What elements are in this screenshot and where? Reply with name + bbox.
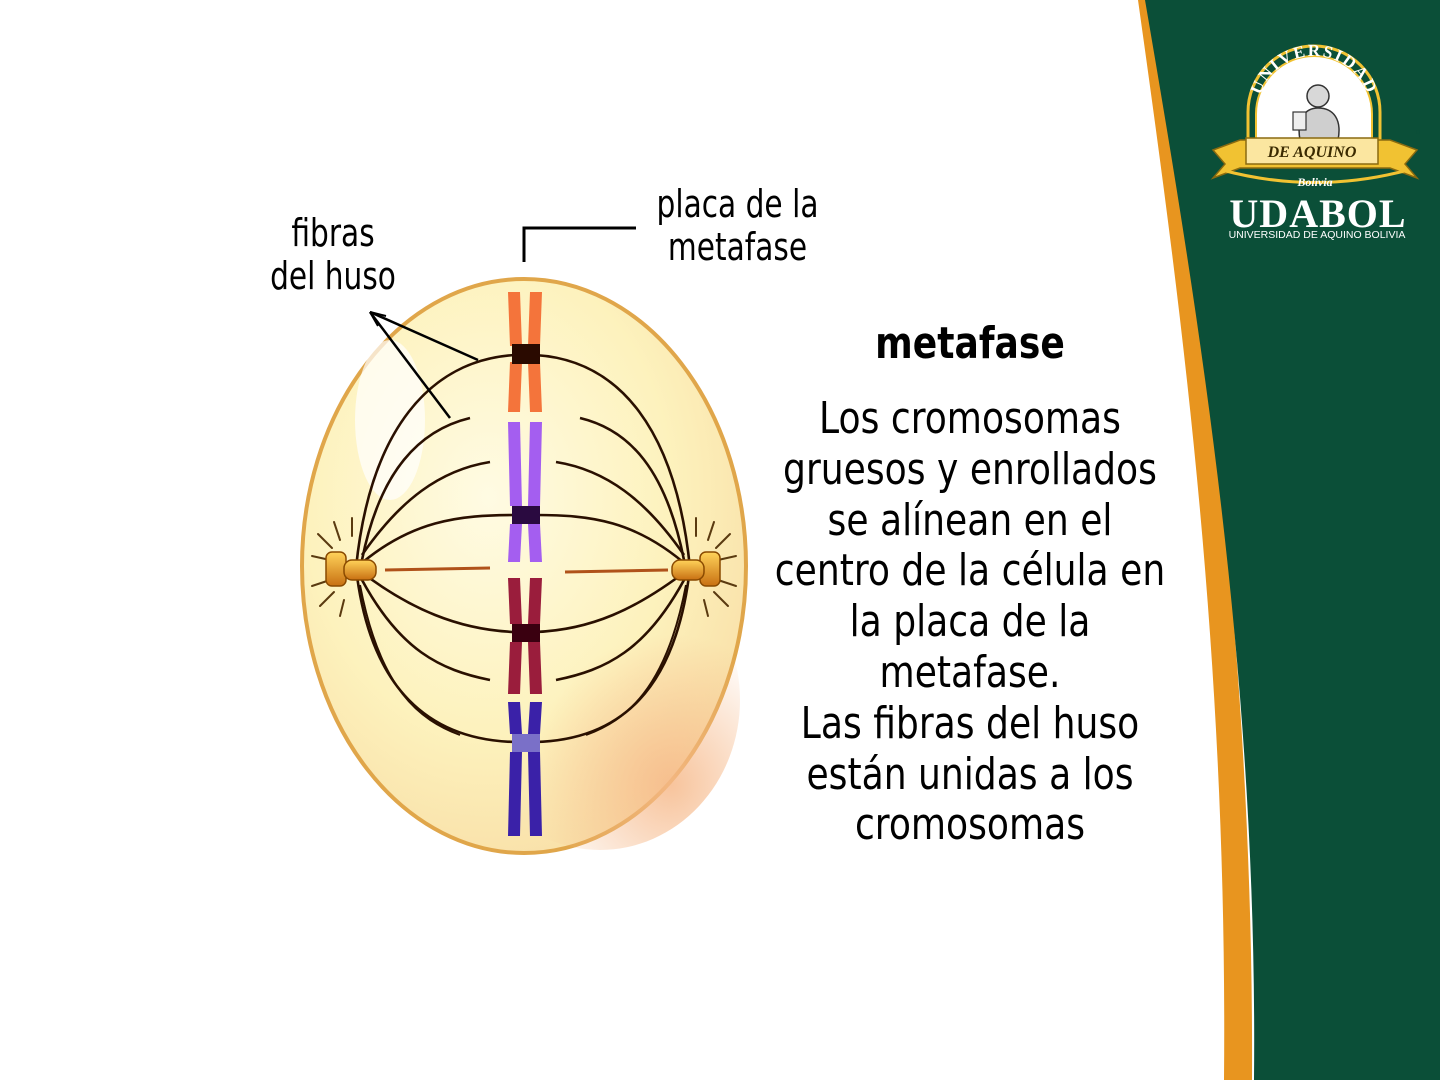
chromosome-violet xyxy=(508,422,542,562)
cell-shading xyxy=(460,550,740,850)
description-line: Las fibras del huso xyxy=(800,697,1140,749)
logo-subtitle: UNIVERSIDAD DE AQUINO BOLIVIA xyxy=(1228,229,1406,241)
astral-rays-right xyxy=(695,517,737,617)
description-line: cromosomas xyxy=(854,799,1086,851)
udabol-emblem xyxy=(1210,44,1420,184)
fibras-pointer-lines xyxy=(369,310,479,419)
logo-wordmark: UDABOL xyxy=(1229,191,1407,236)
spindle-fibers-right xyxy=(534,353,692,744)
cell-highlight xyxy=(355,340,425,500)
label-placa-line: placa de la xyxy=(656,182,819,226)
description-line: se alínean en el xyxy=(827,494,1113,546)
brand-panel xyxy=(1138,0,1440,1080)
placa-pointer-line xyxy=(522,226,636,262)
pole-fiber-right xyxy=(564,568,669,574)
centriole-right xyxy=(671,551,721,587)
panel-stripe xyxy=(1138,0,1253,1080)
panel-green xyxy=(1145,0,1440,1080)
centriole-left xyxy=(325,551,377,587)
pole-fiber-left xyxy=(384,566,491,572)
description-line: están unidas a los xyxy=(806,748,1134,800)
chromosome-navy xyxy=(508,702,542,836)
description-line: centro de la célula en xyxy=(774,545,1166,597)
label-fibras-line: del huso xyxy=(270,253,396,298)
description-line: metafase. xyxy=(879,646,1061,698)
label-placa-de-la-metafase: placa de la metafase xyxy=(654,183,822,268)
spindle-fibers-left xyxy=(354,353,516,744)
description-line: gruesos y enrollados xyxy=(783,443,1157,495)
chromosome-orange xyxy=(508,292,542,412)
emblem-country-label: Bolivia xyxy=(1296,175,1332,189)
description-text: Los cromosomas gruesos y enrollados se a… xyxy=(765,393,1175,851)
emblem-ribbon-label: DE AQUINO xyxy=(1267,144,1357,161)
label-fibras-line: fibras xyxy=(291,211,375,255)
chromosome-maroon xyxy=(508,578,542,694)
slide-title: metafase xyxy=(875,318,1065,369)
metaphase-cell xyxy=(300,226,748,855)
label-fibras-del-huso: fibras del huso xyxy=(251,212,415,297)
description-line: la placa de la xyxy=(849,596,1091,648)
scholar-figure-icon xyxy=(1292,84,1340,141)
label-placa-line: metafase xyxy=(667,224,808,269)
description-line: Los cromosomas xyxy=(819,393,1121,444)
